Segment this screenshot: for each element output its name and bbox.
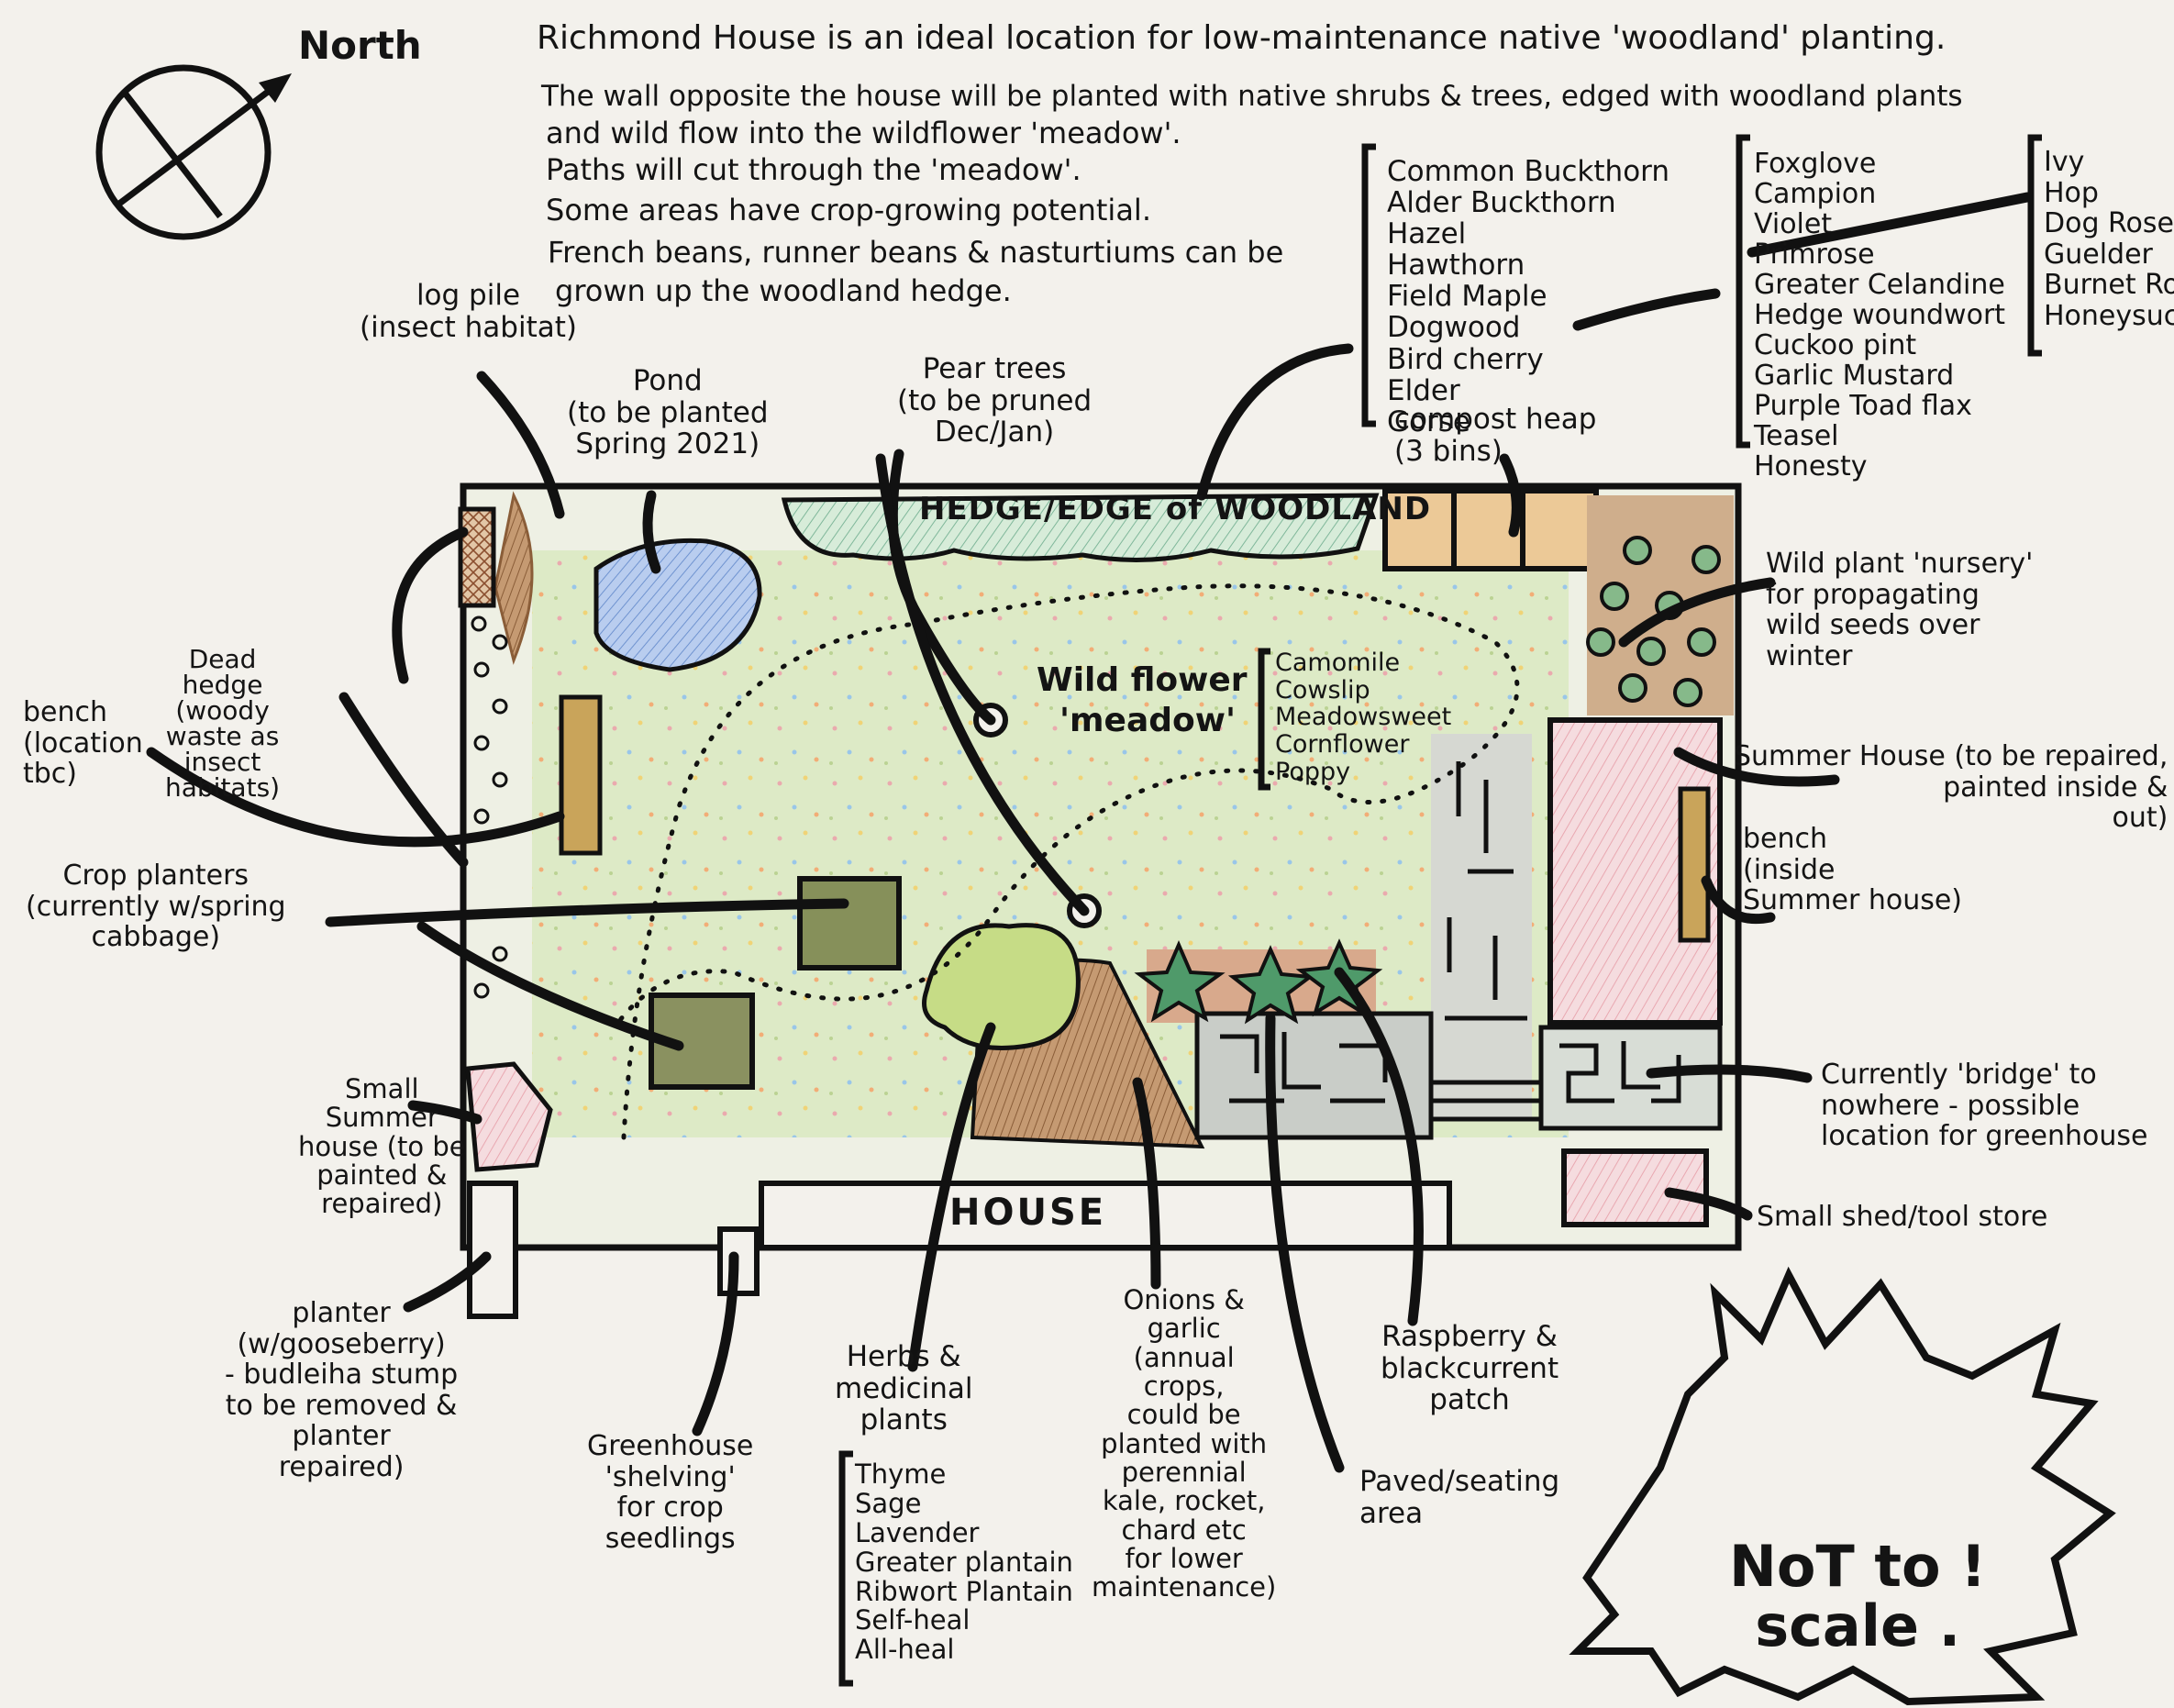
annotation-pear-trees: Pear trees (to be pruned Dec/Jan)	[897, 353, 1092, 449]
list-item: Purple Toad flax	[1754, 391, 2005, 421]
list-item: Sage	[855, 1490, 1073, 1519]
list-item: Foxglove	[1754, 149, 2005, 179]
annotation-herbs-title: Herbs & medicinal plants	[835, 1341, 972, 1436]
annotation-raspberry: Raspberry & blackcurrent patch	[1381, 1321, 1558, 1416]
list-item: Honeysuck	[2044, 301, 2174, 332]
annotation-dead-hedge: Dead hedge (woody waste as insect habita…	[165, 647, 280, 801]
meadow-flower-list: Camomile Cowslip Meadowsweet Cornflower …	[1275, 649, 1451, 785]
annotation-compost: compost heap (3 bins)	[1394, 404, 1596, 467]
list-item: Cornflower	[1275, 731, 1451, 759]
intro-line: French beans, runner beans & nasturtiums…	[548, 237, 1283, 270]
list-item: Teasel	[1754, 421, 2005, 451]
intro-line: Some areas have crop-growing potential.	[546, 194, 1151, 227]
planter-gooseberry	[470, 1183, 516, 1316]
list-item: Common Buckthorn	[1387, 156, 1669, 187]
annotation-paved: Paved/seating area	[1359, 1466, 1559, 1529]
small-shed	[1564, 1151, 1706, 1225]
list-item: Greater plantain	[855, 1548, 1073, 1578]
list-item: Alder Buckthorn	[1387, 187, 1669, 218]
annotation-greenhouse-shelving: Greenhouse 'shelving' for crop seedlings	[587, 1431, 753, 1554]
meadow-label: Wild flower	[1037, 662, 1248, 699]
bridge-area	[1541, 1027, 1720, 1128]
paved-steps	[1431, 734, 1541, 1119]
list-item: Guelder	[2044, 239, 2174, 271]
list-item: Hedge woundwort	[1754, 300, 2005, 330]
annotation-bench-right: bench (inside Summer house)	[1743, 824, 1962, 916]
annotation-onions: Onions & garlic (annual crops, could be …	[1092, 1286, 1276, 1602]
shrubs-trees-list: Common Buckthorn Alder Buckthorn Hazel H…	[1387, 156, 1669, 438]
list-item: Primrose	[1754, 239, 2005, 270]
bench-left	[561, 697, 600, 853]
annotation-pond: Pond (to be planted Spring 2021)	[567, 365, 769, 460]
list-item: All-heal	[855, 1636, 1073, 1665]
list-item: Poppy	[1275, 759, 1451, 786]
annotation-bench-left: bench (location tbc)	[23, 697, 143, 790]
crop-planter-1	[800, 879, 899, 968]
list-item: Violet	[1754, 209, 2005, 239]
herbs-list: Thyme Sage Lavender Greater plantain Rib…	[855, 1460, 1073, 1665]
annotation-small-summer-house: Small Summer house (to be painted & repa…	[298, 1075, 466, 1219]
herb-bush	[925, 926, 1079, 1048]
intro-line: Richmond House is an ideal location for …	[537, 20, 1946, 57]
list-item: Hazel	[1387, 218, 1669, 250]
woodland-plants-list: Foxglove Campion Violet Primrose Greater…	[1754, 149, 2005, 482]
list-item: Honesty	[1754, 451, 2005, 482]
meadow-label: 'meadow'	[1059, 703, 1236, 739]
list-item: Hop	[2044, 178, 2174, 209]
dead-hedge-box	[460, 509, 494, 605]
intro-line: Paths will cut through the 'meadow'.	[546, 154, 1081, 187]
list-item: Bird cherry	[1387, 344, 1669, 375]
list-item: Elder	[1387, 375, 1669, 406]
bench-summer-house	[1680, 789, 1708, 940]
list-item: Campion	[1754, 179, 2005, 209]
compass-icon	[99, 68, 292, 237]
list-item: Lavender	[855, 1519, 1073, 1548]
annotation-summer-house: Summer House (to be repaired, painted in…	[1734, 741, 2168, 834]
list-item: Cuckoo pint	[1754, 330, 2005, 360]
annotation-planter: planter (w/gooseberry) - budleiha stump …	[225, 1298, 458, 1483]
climbers-list: Ivy Hop Dog Rose Guelder Burnet Ro Honey…	[2044, 147, 2174, 332]
list-item: Cowslip	[1275, 677, 1451, 704]
intro-line: and wild flow into the wildflower 'meado…	[546, 117, 1181, 150]
hedge-label: HEDGE/EDGE of WOODLAND	[919, 492, 1431, 527]
list-item: Greater Celandine	[1754, 270, 2005, 300]
list-item: Self-heal	[855, 1606, 1073, 1636]
list-item: Garlic Mustard	[1754, 360, 2005, 391]
annotation-crop-planters: Crop planters (currently w/spring cabbag…	[26, 860, 286, 953]
compass-north-label: North	[298, 24, 422, 67]
house-label: HOUSE	[949, 1192, 1106, 1234]
annotation-bridge: Currently 'bridge' to nowhere - possible…	[1821, 1059, 2147, 1152]
list-item: Ribwort Plantain	[855, 1578, 1073, 1607]
list-item: Field Maple	[1387, 281, 1669, 312]
list-item: Burnet Ro	[2044, 270, 2174, 301]
list-item: Camomile	[1275, 649, 1451, 677]
intro-line: grown up the woodland hedge.	[555, 275, 1012, 308]
list-item: Dogwood	[1387, 312, 1669, 343]
intro-line: The wall opposite the house will be plan…	[541, 81, 1963, 113]
wild-plant-nursery	[1587, 495, 1734, 715]
annotation-not-to-scale: NoT to ! scale .	[1729, 1536, 1986, 1656]
list-item: Dog Rose	[2044, 208, 2174, 239]
list-item: Thyme	[855, 1460, 1073, 1490]
annotation-log-pile: log pile (insect habitat)	[360, 280, 577, 343]
list-item: Meadowsweet	[1275, 704, 1451, 731]
list-item: Ivy	[2044, 147, 2174, 178]
annotation-nursery: Wild plant 'nursery' for propagating wil…	[1766, 549, 2033, 671]
list-item: Hawthorn	[1387, 250, 1669, 281]
annotation-shed: Small shed/tool store	[1757, 1202, 2047, 1233]
